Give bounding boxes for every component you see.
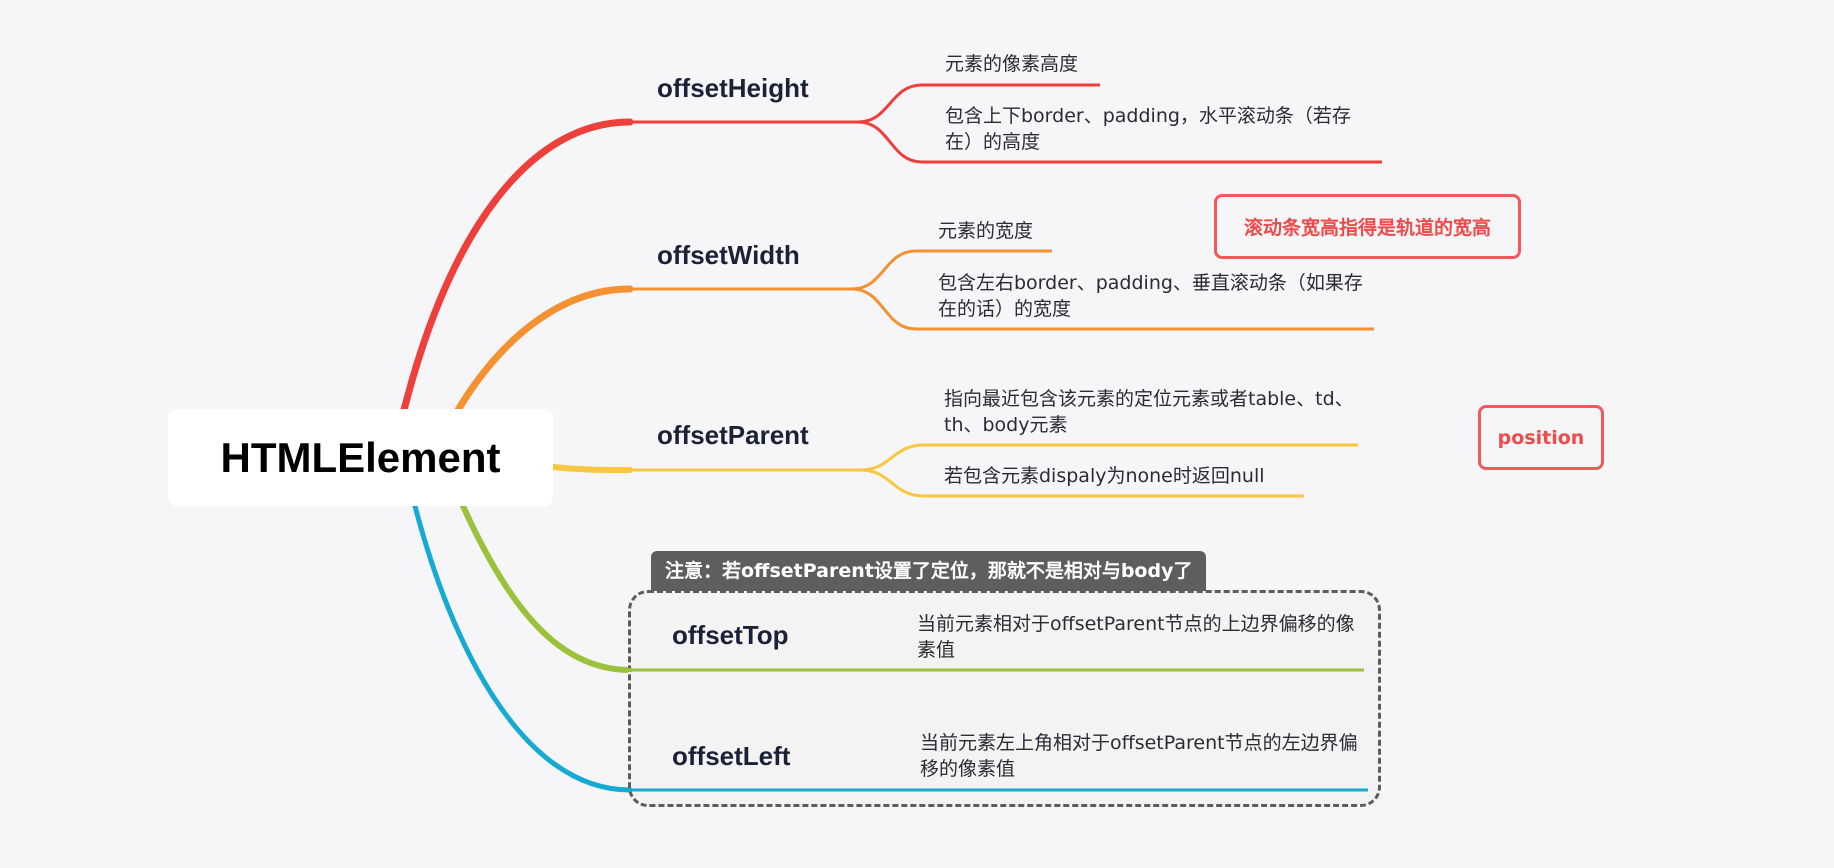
connector-root-offsetParent	[550, 464, 633, 473]
connector-root-offsetWidth	[454, 285, 634, 414]
branch-offsetTop[interactable]: offsetTop	[672, 620, 789, 650]
leaf-connector-offsetParent-2	[859, 468, 1304, 498]
leaf-offsetWidth-1[interactable]: 元素的宽度	[938, 220, 1034, 242]
connector-root-offsetLeft	[412, 503, 633, 793]
leaf-connector-offsetWidth-2	[851, 287, 1374, 331]
leaf-offsetLeft-1[interactable]: 当前元素左上角相对于offsetParent节点的左边界偏移的像素值	[920, 732, 1358, 780]
branch-offsetLeft[interactable]: offsetLeft	[672, 741, 791, 771]
leaf-offsetWidth-2[interactable]: 包含左右border、padding、垂直滚动条（如果存在的话）的宽度	[938, 272, 1363, 320]
branch-offsetWidth[interactable]: offsetWidth	[657, 240, 800, 270]
leaf-offsetParent-2[interactable]: 若包含元素dispaly为none时返回null	[944, 465, 1265, 487]
summary-boundary	[628, 590, 1381, 807]
connector-root-offsetHeight	[400, 118, 634, 414]
leaf-offsetTop-1[interactable]: 当前元素相对于offsetParent节点的上边界偏移的像素值	[917, 613, 1355, 661]
leaf-connector-offsetHeight-1	[857, 83, 1100, 124]
root-node[interactable]: HTMLElement	[168, 409, 553, 506]
leaf-offsetParent-1[interactable]: 指向最近包含该元素的定位元素或者table、td、th、body元素	[944, 388, 1354, 436]
connector-root-offsetTop	[460, 503, 633, 673]
leaf-connector-offsetWidth-1	[851, 249, 1052, 291]
callout-scrollbar[interactable]: 滚动条宽高指得是轨道的宽高	[1214, 194, 1521, 259]
leaf-connector-offsetParent-1	[859, 443, 1358, 472]
branch-offsetParent[interactable]: offsetParent	[657, 420, 809, 450]
branch-offsetHeight[interactable]: offsetHeight	[657, 73, 809, 103]
callout-position[interactable]: position	[1478, 405, 1604, 470]
summary-label: 注意：若offsetParent设置了定位，那就不是相对与body了	[651, 551, 1207, 591]
leaf-connector-offsetHeight-2	[857, 120, 1382, 164]
leaf-offsetHeight-1[interactable]: 元素的像素高度	[945, 53, 1079, 75]
leaf-offsetHeight-2[interactable]: 包含上下border、padding，水平滚动条（若存在）的高度	[945, 105, 1351, 153]
